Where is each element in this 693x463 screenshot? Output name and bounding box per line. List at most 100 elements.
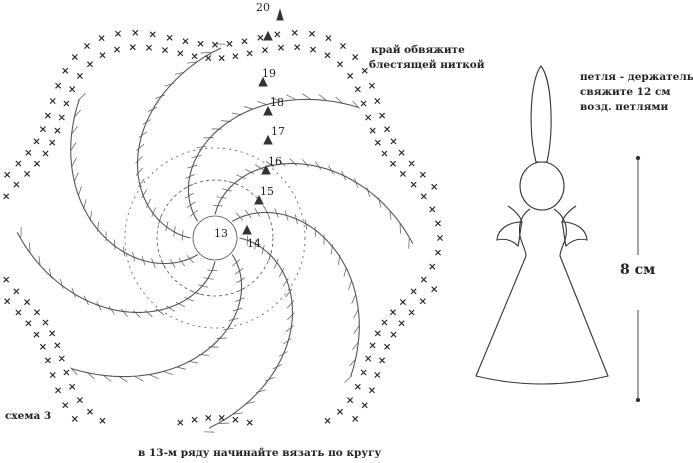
single-crochet-x: [4, 298, 11, 305]
single-crochet-x: [218, 55, 225, 62]
single-crochet-x: [15, 309, 22, 316]
stitch-mark: [185, 174, 195, 179]
single-crochet-x: [365, 114, 372, 121]
single-crochet-x: [62, 67, 69, 74]
row-start-arrow: [263, 105, 273, 116]
single-crochet-x: [325, 35, 332, 42]
stitch-mark: [287, 300, 295, 309]
stitch-mark: [108, 306, 115, 315]
single-crochet-x: [69, 86, 76, 93]
crochet-chart: [3, 29, 443, 433]
single-crochet-x: [390, 309, 396, 316]
stitch-mark: [254, 239, 257, 250]
single-crochet-x: [368, 387, 375, 394]
single-crochet-x: [62, 402, 69, 409]
stitch-mark: [353, 309, 359, 319]
stitch-mark: [119, 376, 128, 383]
stitch-mark: [186, 255, 194, 264]
stitch-mark: [221, 120, 232, 122]
single-crochet-x: [25, 320, 32, 327]
stitch-mark: [278, 351, 288, 357]
single-crochet-x: [115, 30, 121, 37]
stitch-mark: [261, 244, 265, 255]
stitch-mark: [203, 137, 214, 139]
stitch-mark: [282, 277, 289, 287]
stitch-mark: [278, 268, 285, 278]
stitch-mark: [228, 181, 239, 185]
stitch-mark: [144, 310, 153, 318]
single-crochet-x: [390, 160, 396, 167]
single-crochet-x: [69, 383, 76, 390]
single-crochet-x: [374, 330, 381, 337]
single-crochet-x: [24, 299, 31, 306]
single-crochet-x: [99, 417, 106, 424]
single-crochet-x: [365, 355, 372, 362]
single-crochet-x: [84, 43, 90, 49]
single-crochet-x: [24, 170, 31, 177]
stitch-mark: [70, 367, 78, 376]
stitch-mark: [187, 164, 198, 169]
edge-note-line1: край обвяжите: [371, 44, 465, 56]
single-crochet-x: [419, 298, 426, 305]
stitch-mark: [122, 246, 126, 257]
single-crochet-x: [42, 319, 49, 326]
single-crochet-x: [337, 61, 343, 68]
stitch-mark: [378, 197, 382, 208]
single-crochet-x: [278, 44, 284, 51]
scheme-label: схема 3: [5, 410, 52, 422]
stitch-mark: [186, 201, 196, 208]
stitch-mark: [304, 219, 308, 230]
stitch-mark: [203, 277, 214, 280]
single-crochet-x: [205, 55, 212, 62]
stitch-mark: [198, 354, 209, 356]
stitch-mark: [314, 226, 316, 237]
stitch-mark: [284, 210, 289, 221]
single-crochet-x: [291, 29, 298, 36]
stitch-mark: [141, 189, 148, 199]
stitch-mark: [29, 242, 31, 253]
stitch-mark: [136, 144, 145, 151]
single-crochet-x: [369, 127, 376, 134]
single-crochet-x: [374, 98, 381, 104]
stitch-mark: [352, 341, 359, 350]
stitch-mark: [289, 158, 297, 166]
single-crochet-x: [360, 100, 367, 107]
single-crochet-x: [232, 416, 239, 423]
stitch-mark: [181, 230, 184, 241]
stitch-mark: [158, 214, 162, 225]
spiral-arm: [187, 98, 360, 222]
stitch-mark: [271, 96, 281, 102]
single-crochet-x: [54, 342, 61, 349]
single-crochet-x: [390, 331, 397, 338]
loop-note-line1: петля - держатель: [580, 71, 693, 83]
stitch-mark: [200, 52, 211, 54]
single-crochet-x: [324, 417, 331, 424]
stitch-mark: [389, 209, 392, 220]
stitch-mark: [223, 327, 234, 331]
stitch-mark: [233, 412, 244, 415]
stitch-mark: [254, 164, 264, 171]
single-crochet-x: [49, 98, 56, 104]
angel-head: [519, 161, 565, 211]
single-crochet-x: [347, 397, 354, 404]
stitch-mark: [138, 131, 147, 138]
single-crochet-x: [49, 372, 56, 378]
stitch-mark: [83, 199, 87, 210]
stitch-mark: [265, 160, 275, 168]
size-dot-bottom: [635, 397, 641, 403]
row-label-13: 13: [214, 227, 228, 240]
single-crochet-x: [49, 139, 56, 146]
stitch-mark: [235, 297, 245, 302]
stitch-mark: [245, 401, 256, 405]
single-crochet-x: [177, 50, 184, 57]
stitch-mark: [343, 266, 347, 277]
row-start-arrow: [254, 194, 264, 205]
stitch-mark: [236, 212, 244, 221]
single-crochet-x: [384, 126, 391, 133]
single-crochet-x: [361, 67, 368, 74]
single-crochet-x: [44, 357, 51, 364]
single-crochet-x: [132, 29, 139, 36]
stitch-mark: [231, 112, 242, 116]
single-crochet-x: [177, 419, 184, 426]
spiral-arm: [232, 211, 360, 377]
